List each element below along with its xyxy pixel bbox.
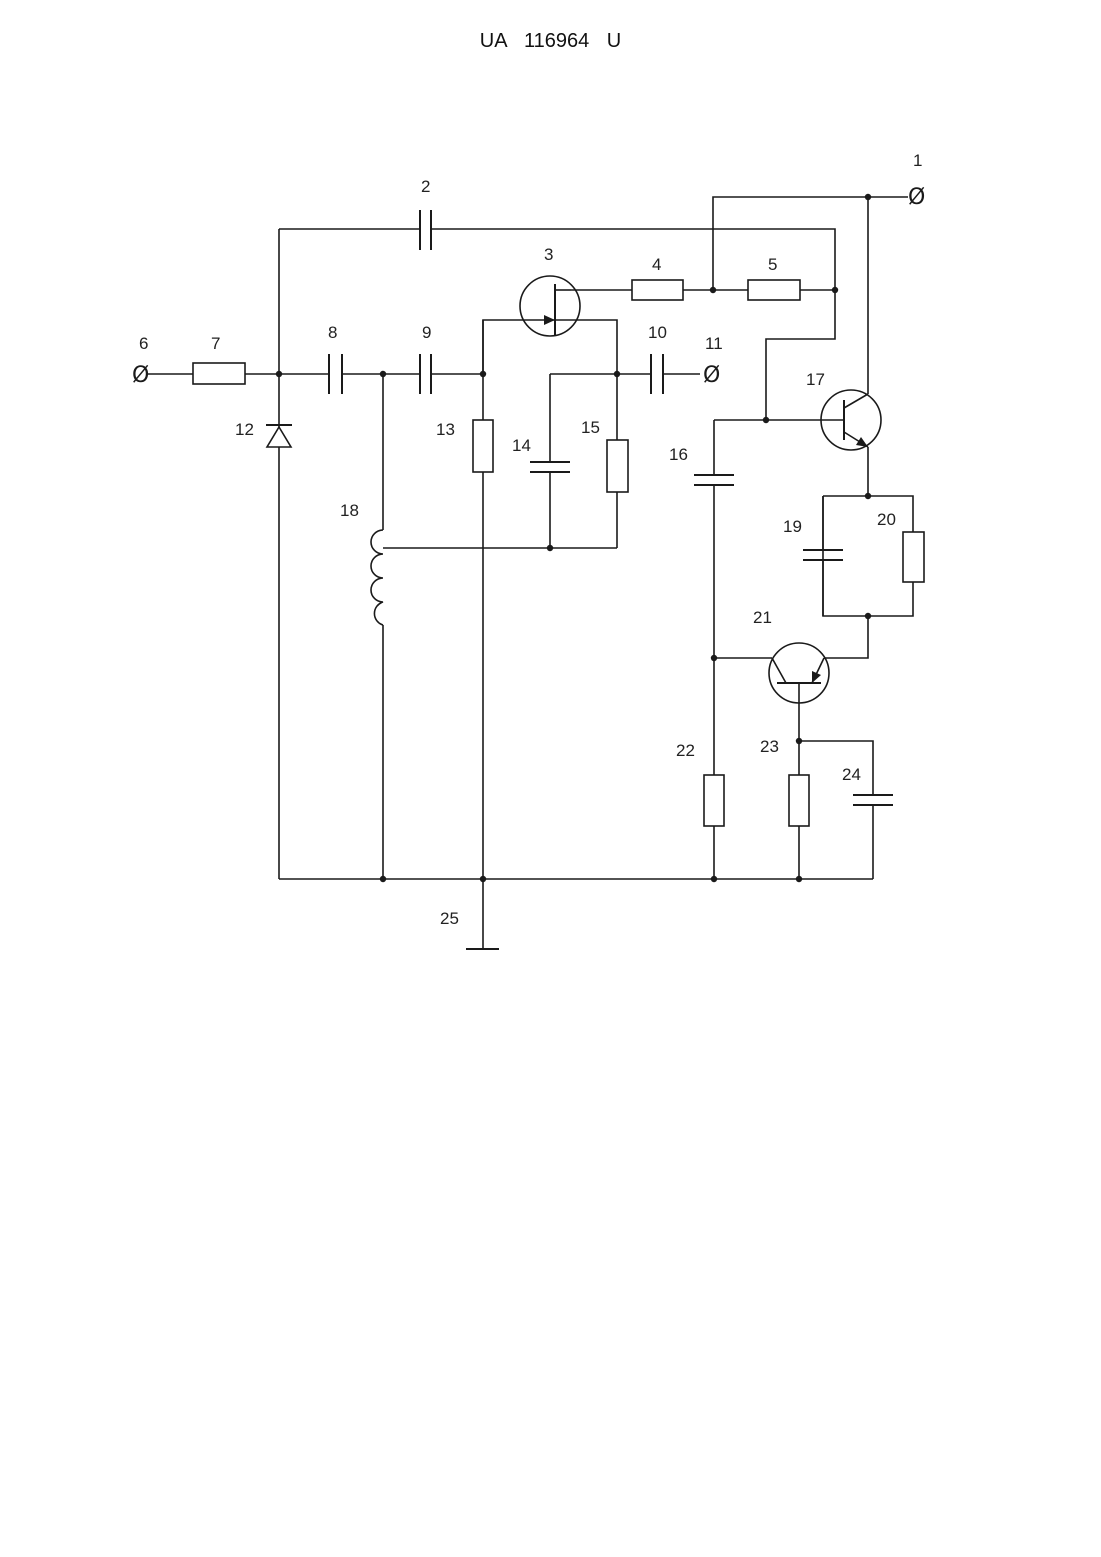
wires [148,197,913,949]
capacitor-14 [530,462,570,472]
terminal-6: Ø [132,363,149,388]
label-12: 12 [235,420,254,439]
terminal-11: Ø [703,363,720,388]
terminal-1: Ø [908,185,925,210]
resistor-20 [903,532,924,582]
label-10: 10 [648,323,667,342]
resistor-4 [632,280,683,300]
transistor-17 [821,390,881,450]
capacitor-2 [420,210,431,250]
label-5: 5 [768,255,777,274]
capacitor-8 [329,354,342,394]
diode-12 [266,425,292,447]
resistor-22 [704,775,724,826]
label-15: 15 [581,418,600,437]
capacitor-16 [694,475,734,485]
resistor-23 [789,775,809,826]
label-8: 8 [328,323,337,342]
label-16: 16 [669,445,688,464]
capacitor-10 [651,354,663,394]
label-9: 9 [422,323,431,342]
capacitor-24 [853,795,893,805]
svg-text:Ø: Ø [908,185,925,210]
capacitor-9 [420,354,431,394]
resistor-15 [607,440,628,492]
label-19: 19 [783,517,802,536]
inductor-18 [371,530,383,625]
label-7: 7 [211,334,220,353]
svg-text:Ø: Ø [132,363,149,388]
label-4: 4 [652,255,661,274]
label-20: 20 [877,510,896,529]
resistor-13 [473,420,493,472]
label-25: 25 [440,909,459,928]
resistor-7 [193,363,245,384]
transistor-3 [520,276,580,336]
label-6: 6 [139,334,148,353]
label-24: 24 [842,765,861,784]
label-22: 22 [676,741,695,760]
label-13: 13 [436,420,455,439]
label-2: 2 [421,177,430,196]
svg-text:Ø: Ø [703,363,720,388]
label-11: 11 [705,334,723,353]
resistor-5 [748,280,800,300]
label-18: 18 [340,501,359,520]
label-21: 21 [753,608,772,627]
label-14: 14 [512,436,531,455]
label-3: 3 [544,245,553,264]
label-23: 23 [760,737,779,756]
label-17: 17 [806,370,825,389]
label-1: 1 [913,151,922,170]
